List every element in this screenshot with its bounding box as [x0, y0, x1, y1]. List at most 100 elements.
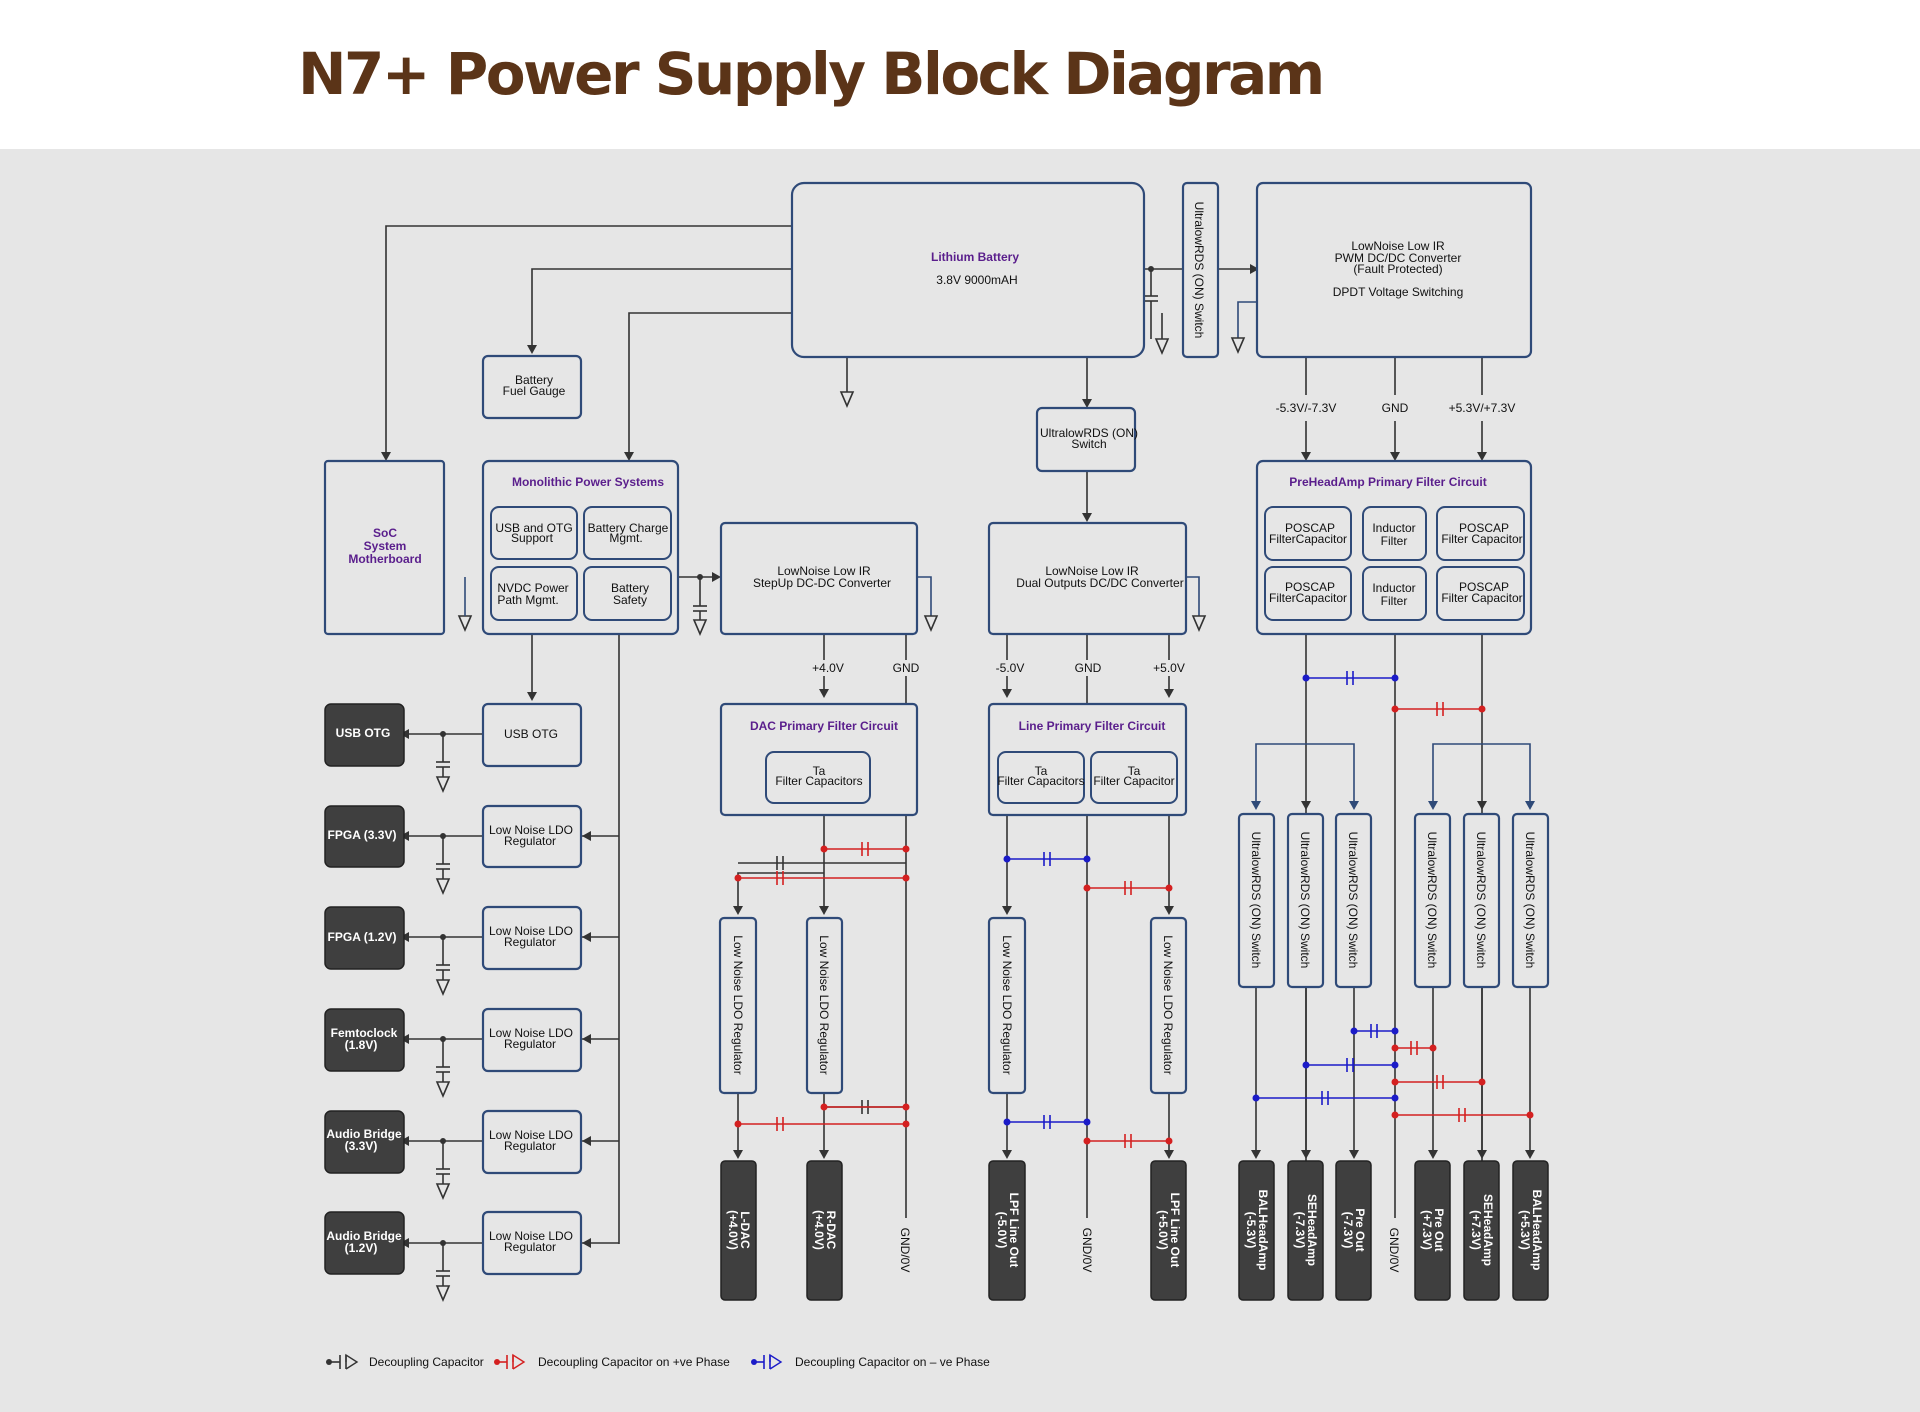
- dual-line1: LowNoise Low IR: [1045, 564, 1139, 578]
- se-headamp-neg-voltage: (-7.3V): [1293, 1212, 1307, 1249]
- preamp-switch-3-label: UltralowRDS (ON) Switch: [1346, 832, 1360, 969]
- stepup-line2: StepUp DC-DC Converter: [753, 576, 891, 590]
- ldo-line-neg-label: Low Noise LDO Regulator: [1000, 935, 1014, 1074]
- battery-spec: 3.8V 9000mAH: [936, 273, 1017, 287]
- preamp-switch-2-label: UltralowRDS (ON) Switch: [1298, 832, 1312, 969]
- poscap3-line1: POSCAP: [1285, 580, 1335, 594]
- mps-charge-line1: Battery Charge: [588, 521, 669, 535]
- top-switch-label: UltralowRDS (ON) Switch: [1192, 202, 1206, 339]
- gnd-0v-label-dac: GND/0V: [898, 1228, 912, 1273]
- ldo-right-dac-label: Low Noise LDO Regulator: [817, 935, 831, 1074]
- pre-out-neg-voltage: (-7.3V): [1341, 1212, 1355, 1249]
- dual-rail-gnd-label: GND: [1075, 661, 1102, 675]
- mps-usb-line1: USB and OTG: [495, 521, 572, 535]
- battery-fuel-gauge-block: Battery Fuel Gauge: [481, 354, 583, 420]
- preheadamp-filter-block: PreHeadAmp Primary Filter Circuit POSCAP…: [1255, 459, 1533, 636]
- line-filter-block: Line Primary Filter Circuit Ta Filter Ca…: [987, 702, 1188, 817]
- dual-rail-pos-label: +5.0V: [1153, 661, 1185, 675]
- dual-line2: Dual Outputs DC/DC Converter: [1016, 576, 1183, 590]
- top-ultralow-switch-block: UltralowRDS (ON) Switch: [1181, 181, 1220, 359]
- dac-cap-line2: Filter Capacitors: [775, 774, 862, 788]
- ldo2-line2: Regulator: [504, 935, 556, 949]
- ldo1-line2: Regulator: [504, 834, 556, 848]
- page-title: N7+ Power Supply Block Diagram: [298, 40, 1325, 108]
- pwm-line4: DPDT Voltage Switching: [1333, 285, 1464, 299]
- audio-bridge-3v3-label: Audio Bridge: [326, 1127, 402, 1141]
- lpf-line-out-pos-voltage: (+5.0V): [1156, 1210, 1170, 1250]
- soc-motherboard-block: SoC System Motherboard: [323, 459, 446, 636]
- legend-positive: Decoupling Capacitor on +ve Phase: [494, 1353, 730, 1370]
- dual-rail-neg-label: -5.0V: [996, 661, 1025, 675]
- legend-negative: Decoupling Capacitor on – ve Phase: [751, 1353, 990, 1370]
- pwm-rail-neg-label: -5.3V/-7.3V: [1276, 401, 1337, 415]
- mps-safety-line2: Safety: [613, 593, 647, 607]
- mid-ultralow-switch-block: UltralowRDS (ON) Switch: [1035, 406, 1138, 473]
- dac-cap-line1: Ta: [813, 764, 826, 778]
- fuel-gauge-line2: Fuel Gauge: [503, 384, 566, 398]
- lpf-line-out-neg-label: LPF Line Out: [1007, 1193, 1021, 1268]
- ldo3-line2: Regulator: [504, 1037, 556, 1051]
- mps-nvdc-line1: NVDC Power: [497, 581, 568, 595]
- audio-bridge-1v2-voltage: (1.2V): [345, 1241, 378, 1255]
- inductor1-line1: Inductor: [1372, 521, 1415, 535]
- line-filter-title: Line Primary Filter Circuit: [1019, 719, 1166, 733]
- inductor2-line2: Filter: [1381, 594, 1408, 608]
- diagram-panel: [0, 149, 1920, 1412]
- mps-usb-line2: Support: [511, 531, 554, 545]
- ldo1-line1: Low Noise LDO: [489, 823, 573, 837]
- gnd-0v-label-preamp: GND/0V: [1387, 1228, 1401, 1273]
- poscap4-line1: POSCAP: [1459, 580, 1509, 594]
- ldo4-line2: Regulator: [504, 1139, 556, 1153]
- bal-headamp-pos-voltage: (+5.3V): [1518, 1210, 1532, 1250]
- lpf-line-out-neg-voltage: (-5.0V): [995, 1212, 1009, 1249]
- pre-out-pos-label: Pre Out: [1432, 1208, 1446, 1251]
- stepup-rail-pos-label: +4.0V: [812, 661, 844, 675]
- r-dac-voltage: (+4.0V): [812, 1210, 826, 1250]
- left-output-boxes: USB OTG FPGA (3.3V) FPGA (1.2V) Femtoclo…: [324, 703, 405, 1275]
- pre-out-pos-voltage: (+7.3V): [1420, 1210, 1434, 1250]
- audio-bridge-3v3-voltage: (3.3V): [345, 1139, 378, 1153]
- stepup-converter-block: LowNoise Low IR StepUp DC-DC Converter: [719, 521, 919, 636]
- pwm-rail-pos-label: +5.3V/+7.3V: [1449, 401, 1516, 415]
- pwm-dcdc-converter-block: LowNoise Low IR PWM DC/DC Converter (Fau…: [1255, 181, 1533, 359]
- bottom-output-boxes: L-DAC (+4.0V) R-DAC (+4.0V) LPF Line Out…: [720, 1160, 1549, 1301]
- poscap2-line2: Filter Capacitor: [1441, 532, 1522, 546]
- se-headamp-neg-label: SEHeadAmp: [1305, 1194, 1319, 1266]
- mid-switch-line1: UltralowRDS (ON): [1040, 426, 1138, 440]
- lpf-line-out-pos-label: LPF Line Out: [1168, 1193, 1182, 1268]
- legend-negative-label: Decoupling Capacitor on – ve Phase: [795, 1355, 990, 1369]
- legend-decoupling-label: Decoupling Capacitor: [369, 1355, 484, 1369]
- line-cap2-line1: Ta: [1128, 764, 1141, 778]
- inductor2-line1: Inductor: [1372, 581, 1415, 595]
- poscap2-line1: POSCAP: [1459, 521, 1509, 535]
- ldo-vertical-group: Low Noise LDO Regulator Low Noise LDO Re…: [718, 916, 1188, 1095]
- bal-headamp-neg-label: BALHeadAmp: [1256, 1190, 1270, 1271]
- pwm-line1: LowNoise Low IR: [1351, 239, 1445, 253]
- legend-positive-label: Decoupling Capacitor on +ve Phase: [538, 1355, 730, 1369]
- pwm-line2: PWM DC/DC Converter: [1335, 251, 1462, 265]
- line-cap2-line2: Filter Capacitor: [1093, 774, 1174, 788]
- audio-bridge-1v2-label: Audio Bridge: [326, 1229, 402, 1243]
- dual-output-converter-block: LowNoise Low IR Dual Outputs DC/DC Conve…: [987, 521, 1188, 636]
- gnd-0v-label-line: GND/0V: [1080, 1228, 1094, 1273]
- ldo-left-dac-label: Low Noise LDO Regulator: [731, 935, 745, 1074]
- ldo-line-pos-label: Low Noise LDO Regulator: [1161, 935, 1175, 1074]
- fuel-gauge-line1: Battery: [515, 373, 553, 387]
- l-dac-voltage: (+4.0V): [726, 1210, 740, 1250]
- mps-nvdc-line2: Path Mgmt.: [497, 593, 558, 607]
- fpga-1v2-label: FPGA (1.2V): [328, 930, 397, 944]
- l-dac-label: L-DAC: [738, 1211, 752, 1249]
- pre-out-neg-label: Pre Out: [1353, 1208, 1367, 1251]
- line-cap1-line2: Filter Capacitors: [997, 774, 1084, 788]
- ldo5-line2: Regulator: [504, 1240, 556, 1254]
- usb-otg-box-label: USB OTG: [504, 727, 558, 741]
- ldo3-line1: Low Noise LDO: [489, 1026, 573, 1040]
- soc-line1: SoC: [373, 526, 397, 540]
- dac-filter-title: DAC Primary Filter Circuit: [750, 719, 898, 733]
- poscap4-line2: Filter Capacitor: [1441, 591, 1522, 605]
- mps-safety-line1: Battery: [611, 581, 649, 595]
- legend: Decoupling Capacitor Decoupling Capacito…: [326, 1353, 990, 1370]
- r-dac-label: R-DAC: [824, 1211, 838, 1250]
- preamp-switch-4-label: UltralowRDS (ON) Switch: [1425, 832, 1439, 969]
